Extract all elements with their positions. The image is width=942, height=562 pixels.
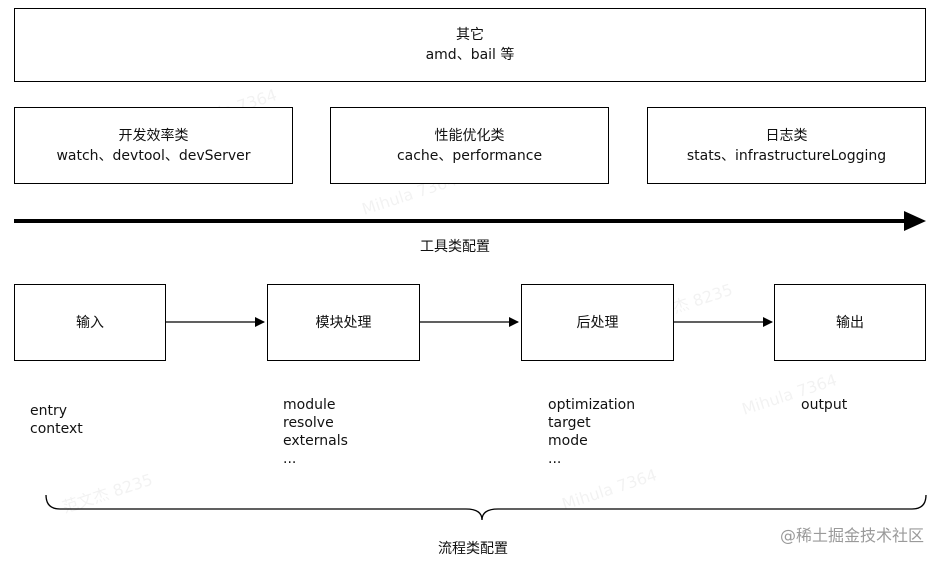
flow-step-output: 输出 xyxy=(774,284,926,361)
flow-step-input: 输入 xyxy=(14,284,166,361)
performance-items: cache、performance xyxy=(396,147,543,164)
list-item: entry xyxy=(30,403,68,419)
list-item: ... xyxy=(283,451,297,467)
list-item: resolve xyxy=(283,415,334,431)
logging-title: 日志类 xyxy=(765,127,808,144)
performance-box: 性能优化类 cache、performance xyxy=(330,107,609,184)
postprocess-config-list: optimization target mode ... xyxy=(548,396,635,468)
output-config-list: output xyxy=(801,396,847,414)
dev-efficiency-box: 开发效率类 watch、devtool、devServer xyxy=(14,107,293,184)
flow-step-title: 输入 xyxy=(76,314,104,331)
list-item: optimization xyxy=(548,397,636,413)
other-config-items: amd、bail 等 xyxy=(425,47,515,63)
list-item: context xyxy=(30,421,83,437)
dev-efficiency-title: 开发效率类 xyxy=(118,127,189,144)
flow-step-postprocess: 后处理 xyxy=(521,284,674,361)
flow-brace xyxy=(45,494,927,521)
flow-step-module: 模块处理 xyxy=(267,284,420,361)
input-config-list: entry context xyxy=(30,402,83,438)
other-config-box: 其它 amd、bail 等 xyxy=(14,8,926,82)
list-item: ... xyxy=(548,451,562,467)
list-item: externals xyxy=(283,433,348,449)
logging-items: stats、infrastructureLogging xyxy=(686,147,887,164)
list-item: module xyxy=(283,397,336,413)
logging-box: 日志类 stats、infrastructureLogging xyxy=(647,107,926,184)
flow-step-title: 模块处理 xyxy=(315,314,372,331)
list-item: output xyxy=(801,397,848,413)
list-item: mode xyxy=(548,433,588,449)
module-config-list: module resolve externals ... xyxy=(283,396,348,468)
performance-title: 性能优化类 xyxy=(434,127,505,144)
list-item: target xyxy=(548,415,591,431)
flow-config-caption: 流程类配置 xyxy=(438,541,508,557)
flow-step-title: 输出 xyxy=(836,314,864,331)
tool-config-caption: 工具类配置 xyxy=(420,239,490,255)
flow-step-title: 后处理 xyxy=(576,314,619,331)
dev-efficiency-items: watch、devtool、devServer xyxy=(56,147,251,164)
tool-axis-arrowhead xyxy=(904,211,926,231)
source-credit: @稀土掘金技术社区 xyxy=(779,526,924,545)
other-config-title: 其它 xyxy=(456,27,484,43)
